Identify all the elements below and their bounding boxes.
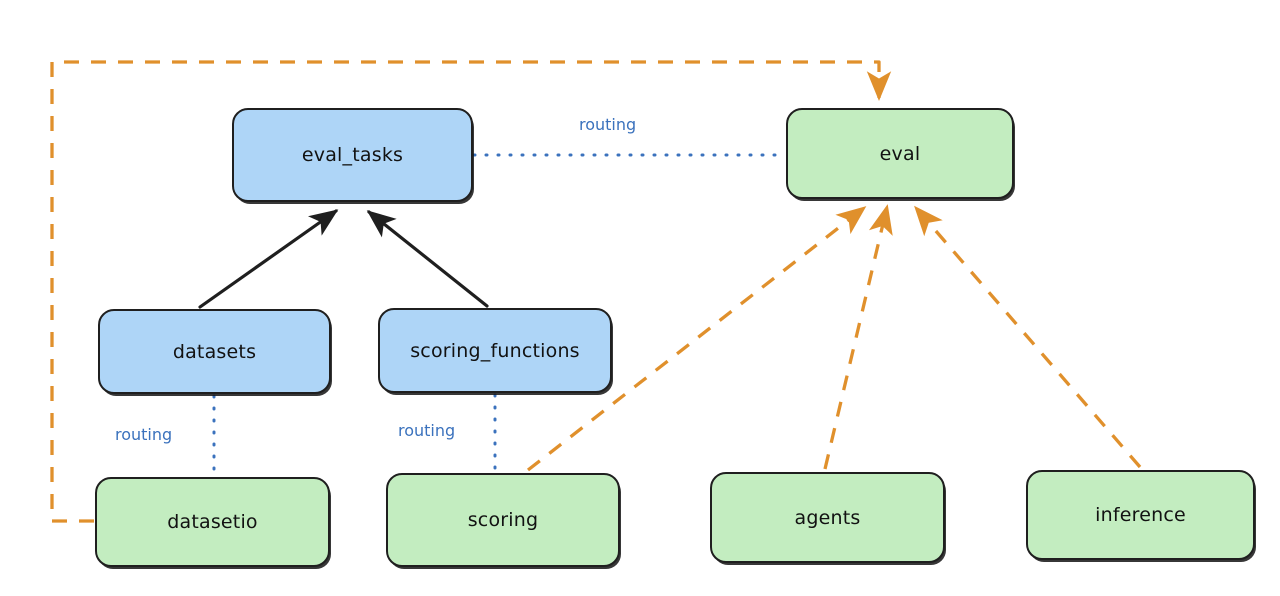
node-label-eval-tasks: eval_tasks <box>301 144 404 166</box>
node-label-inference: inference <box>1095 504 1186 526</box>
node-eval[interactable]: eval <box>786 108 1014 199</box>
edge-scoring_functions-eval_tasks <box>366 210 489 308</box>
node-eval-tasks[interactable]: eval_tasks <box>232 108 473 202</box>
edge-label-routing-eval-tasks: routing <box>576 115 640 134</box>
node-label-datasetio: datasetio <box>167 511 258 533</box>
edge-label-routing-scoring: routing <box>395 421 459 440</box>
edge-inference-eval <box>914 205 1142 469</box>
node-datasets[interactable]: datasets <box>98 309 331 394</box>
node-label-scoring-functions: scoring_functions <box>410 339 580 362</box>
node-inference[interactable]: inference <box>1026 470 1255 560</box>
node-datasetio[interactable]: datasetio <box>95 477 330 567</box>
node-label-scoring: scoring <box>467 509 539 531</box>
node-scoring[interactable]: scoring <box>386 473 620 567</box>
node-label-agents: agents <box>794 506 861 529</box>
edge-agents-eval <box>823 204 893 470</box>
node-label-datasets: datasets <box>172 340 257 363</box>
edge-datasetio-eval <box>50 60 892 523</box>
edge-scoring-eval <box>526 206 867 472</box>
node-agents[interactable]: agents <box>710 472 945 563</box>
node-scoring-functions[interactable]: scoring_functions <box>378 308 612 393</box>
edge-datasets-eval_tasks <box>198 209 339 309</box>
edge-label-routing-datasets: routing <box>112 425 176 444</box>
node-label-eval: eval <box>879 142 921 165</box>
